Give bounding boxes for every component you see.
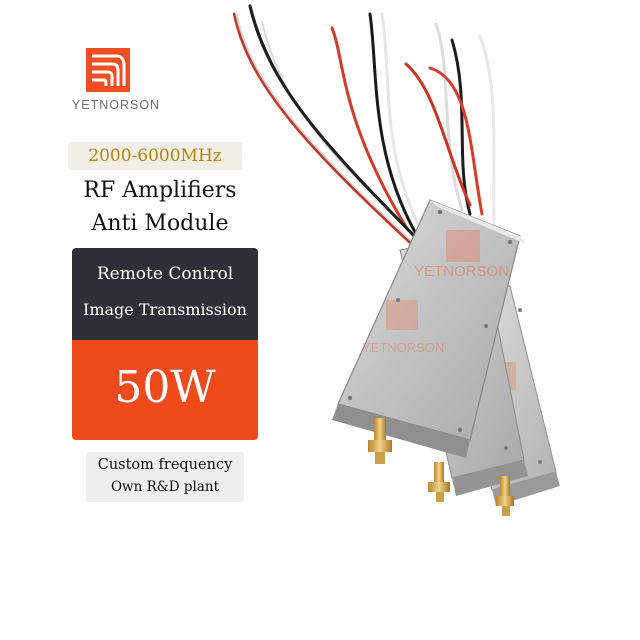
note-custom-frequency: Custom frequency [97,457,233,473]
yetnorson-logo-icon [86,48,130,92]
headline: RF Amplifiers Anti Module [50,174,270,240]
amplifier-module-front: YETNORSON YETNORSON [332,199,526,502]
note-rd-plant: Own R&D plant [110,479,220,495]
feature-remote-control: Remote Control [96,264,234,284]
headline-line-2: Anti Module [91,211,229,236]
notes-box: Custom frequency Own R&D plant [86,452,244,502]
brand-name: YETNORSON [71,98,161,112]
headline-line-1: RF Amplifiers [83,178,237,203]
power-box: 50W [72,340,258,440]
power-wires [232,4,496,254]
features-box: Remote Control Image Transmission [72,248,258,340]
feature-image-transmission: Image Transmission [83,300,247,319]
svg-text:YETNORSON: YETNORSON [362,340,444,355]
frequency-badge: 2000-6000MHz [68,142,242,170]
svg-text:YETNORSON: YETNORSON [414,263,509,280]
power-value: 50W [114,362,216,413]
